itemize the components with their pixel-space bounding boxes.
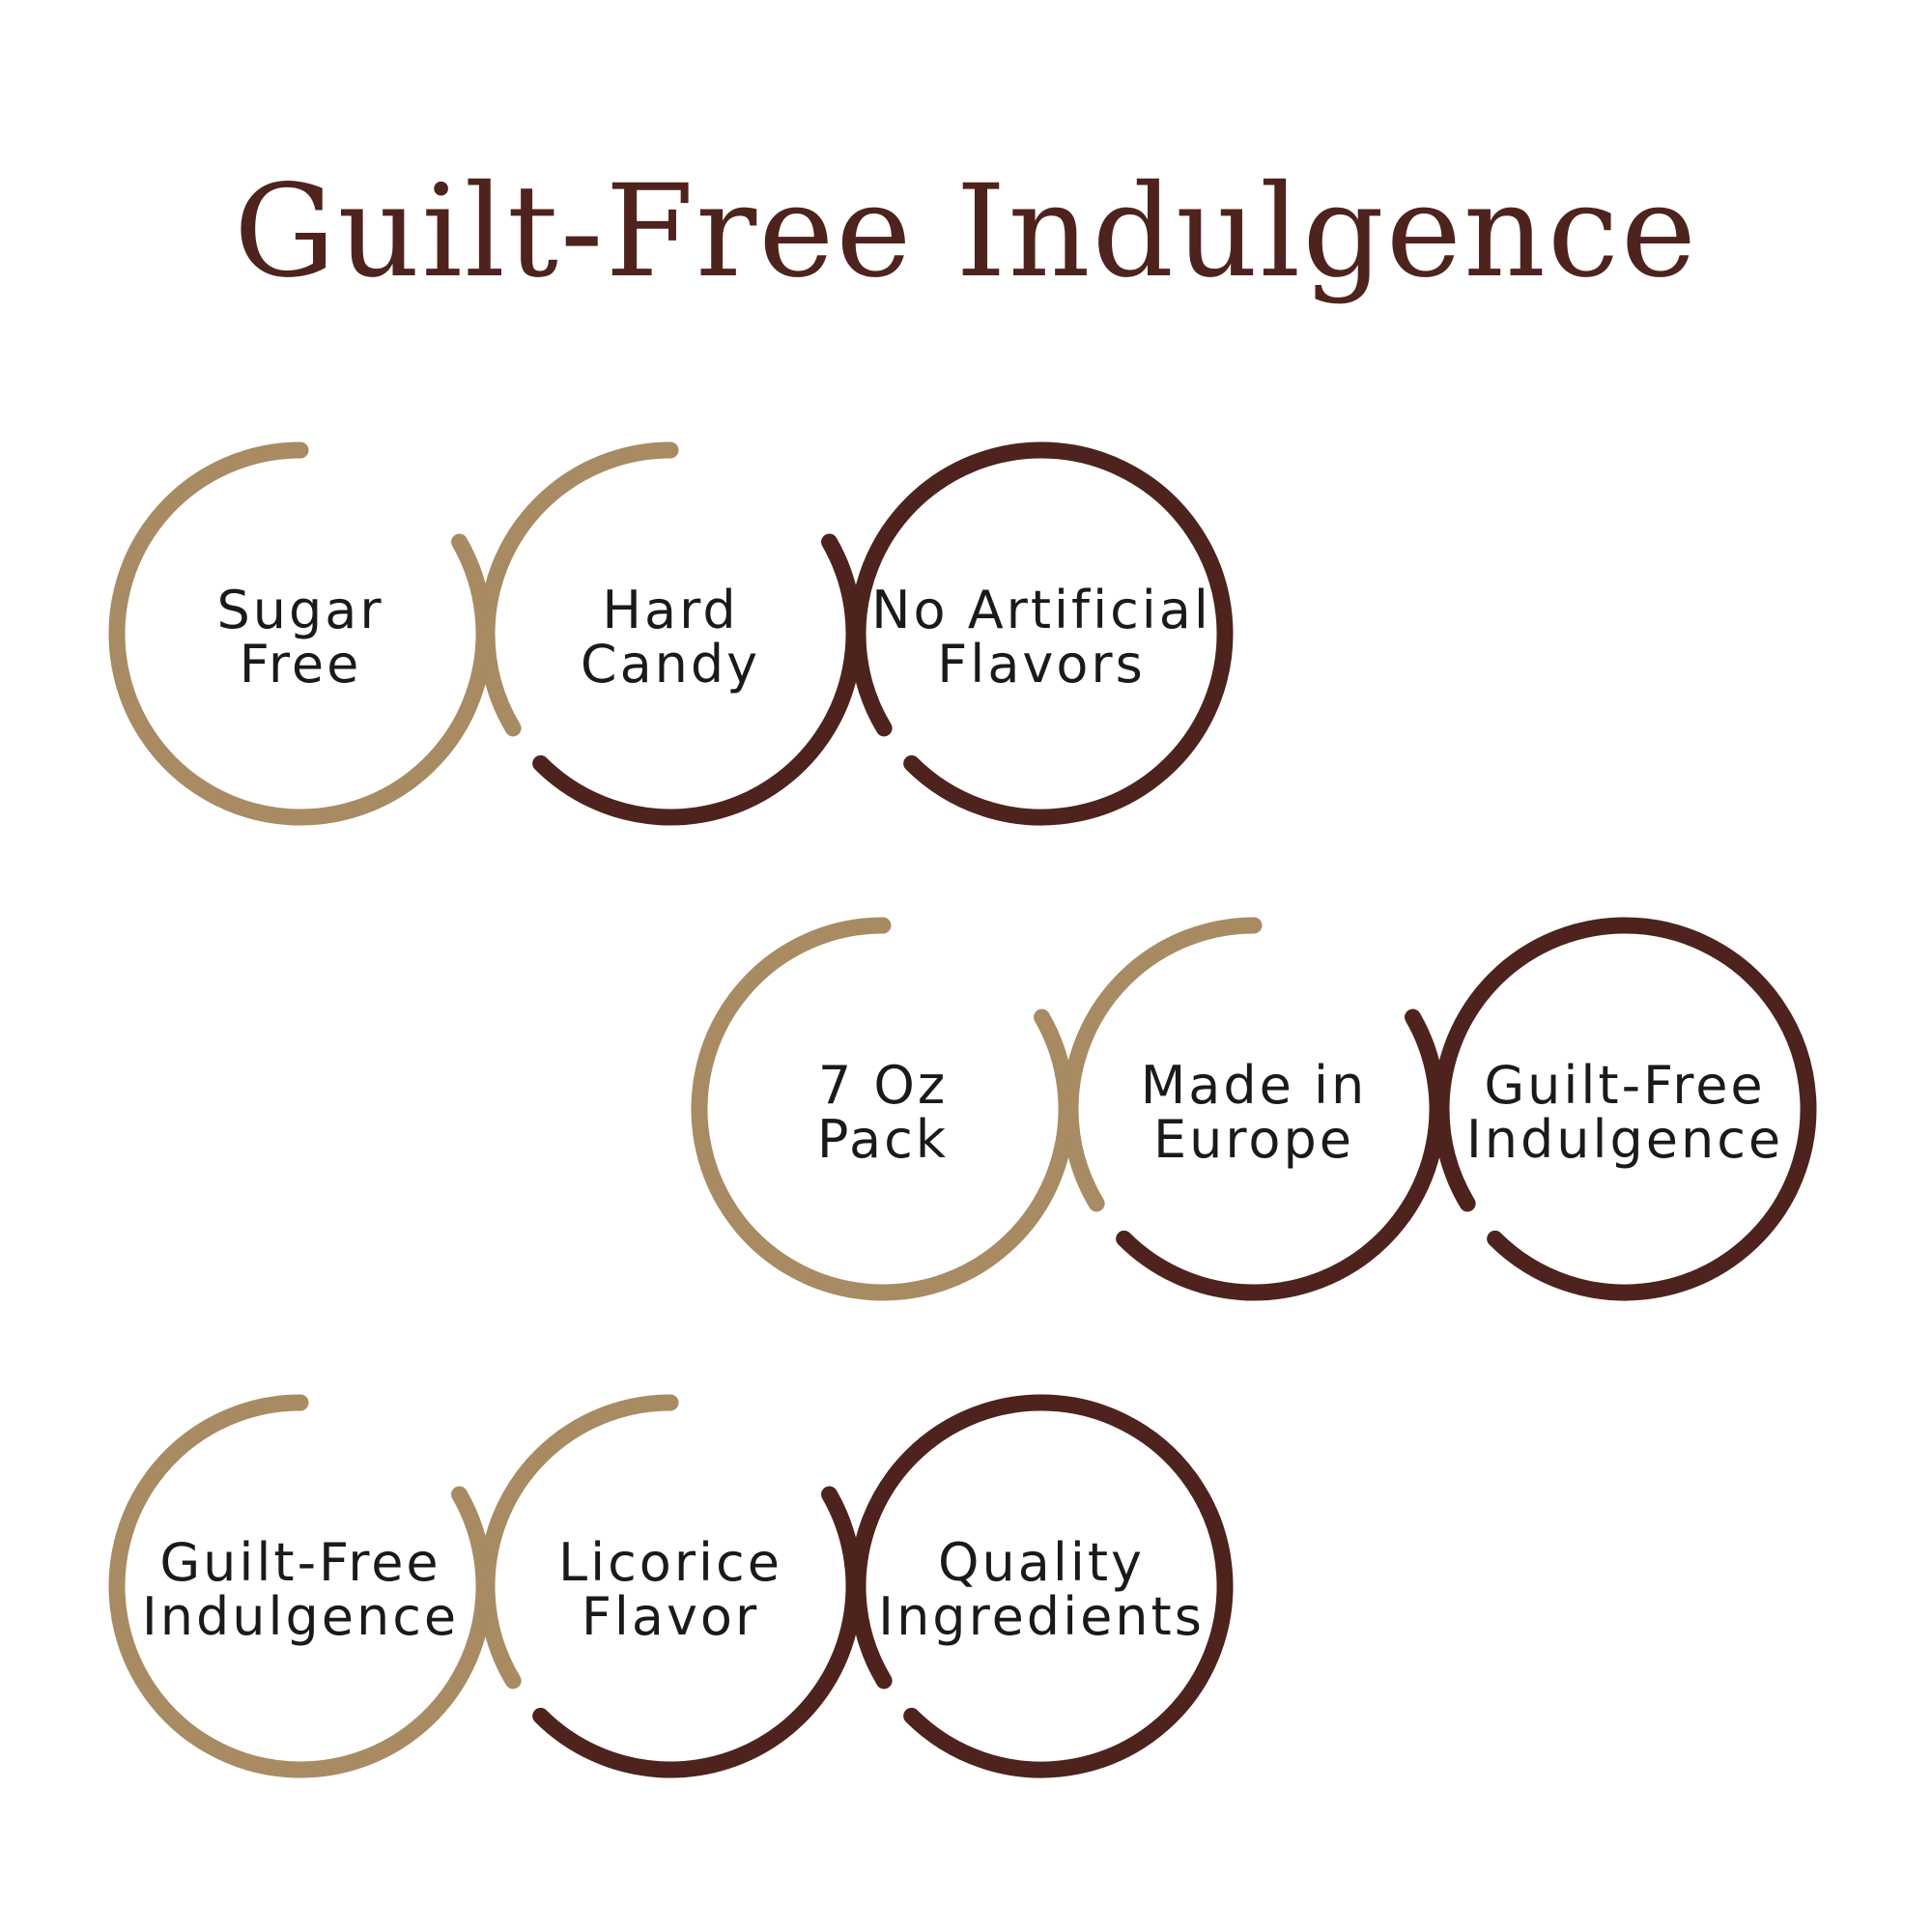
badge-label-line1: Sugar [216, 580, 384, 640]
badge-label-line1: Licorice [558, 1532, 782, 1593]
badge-label-line2: Indulgence [1466, 1109, 1783, 1170]
badge-ring-top [849, 1394, 1050, 1595]
badge-ring-bottom [903, 441, 1234, 826]
badge-ring-top [478, 1394, 679, 1595]
badge-label-line2: Pack [817, 1109, 949, 1170]
badge-ring-left [849, 1577, 893, 1690]
badge-label-line2: Ingredients [878, 1586, 1205, 1647]
badge-ring-left [478, 625, 522, 737]
badge-ring-left [478, 1577, 522, 1690]
badge-ring-top [478, 441, 679, 642]
badge-label-line1: Hard [602, 580, 738, 640]
badge-label-line2: Flavor [582, 1586, 759, 1647]
badge-label-line1: Guilt-Free [159, 1532, 440, 1593]
badge-label-line2: Candy [581, 634, 760, 695]
badge-label-line2: Flavors [937, 634, 1145, 695]
badge-ring-left [849, 625, 893, 737]
badge-label-line1: 7 Oz [818, 1055, 948, 1116]
badge-ring-top [849, 441, 1050, 642]
page-title: Guilt-Free Indulgence [234, 157, 1698, 306]
badge-ring [108, 1394, 493, 1778]
badge-ring-top [1062, 917, 1263, 1118]
badge-ring-left [1433, 1100, 1476, 1212]
badge-ring-left [1062, 1100, 1105, 1212]
badge-ring [691, 917, 1075, 1301]
badge-label-line1: No Artificial [871, 580, 1211, 640]
badge-label-line2: Europe [1153, 1109, 1354, 1170]
badge-label-line1: Quality [938, 1532, 1145, 1593]
badge-label-line1: Guilt-Free [1484, 1055, 1765, 1116]
badge-ring-bottom [1487, 917, 1817, 1301]
badge-ring-top [1433, 917, 1634, 1118]
badge-label-line2: Free [240, 634, 362, 695]
badge-ring [108, 441, 493, 826]
badge-label-line1: Made in [1141, 1055, 1368, 1116]
badge-label-line2: Indulgence [142, 1586, 459, 1647]
badge-ring-bottom [903, 1394, 1234, 1778]
